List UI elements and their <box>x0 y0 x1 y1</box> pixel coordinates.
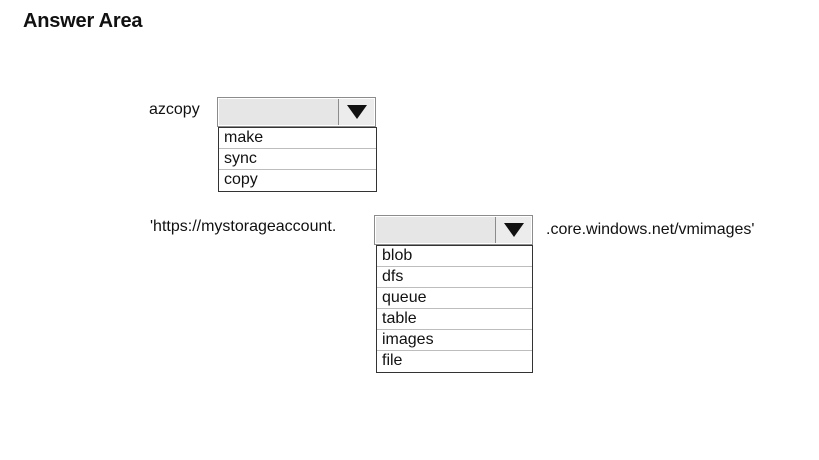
command-option-sync[interactable]: sync <box>219 149 376 170</box>
command-options-list: make sync copy <box>218 127 377 192</box>
triangle-down-icon <box>346 105 367 119</box>
answer-area-title: Answer Area <box>23 10 143 32</box>
service-option-table[interactable]: table <box>377 309 532 330</box>
service-option-blob[interactable]: blob <box>377 246 532 267</box>
service-option-dfs[interactable]: dfs <box>377 267 532 288</box>
triangle-down-icon <box>503 223 524 237</box>
command-option-make[interactable]: make <box>219 128 376 149</box>
url-suffix-label: .core.windows.net/vmimages' <box>546 221 755 238</box>
command-prefix-label: azcopy <box>149 101 200 118</box>
service-option-file[interactable]: file <box>382 352 403 369</box>
service-options-list: blob dfs queue table images file <box>376 245 533 373</box>
service-option-queue[interactable]: queue <box>377 288 532 309</box>
url-prefix-label: 'https://mystorageaccount. <box>150 218 337 235</box>
service-option-images[interactable]: images <box>377 330 532 351</box>
service-dropdown-toggle[interactable] <box>495 217 531 243</box>
command-dropdown[interactable] <box>217 97 376 127</box>
service-dropdown[interactable] <box>374 215 533 245</box>
command-option-copy[interactable]: copy <box>224 171 258 188</box>
command-dropdown-toggle[interactable] <box>338 99 374 125</box>
